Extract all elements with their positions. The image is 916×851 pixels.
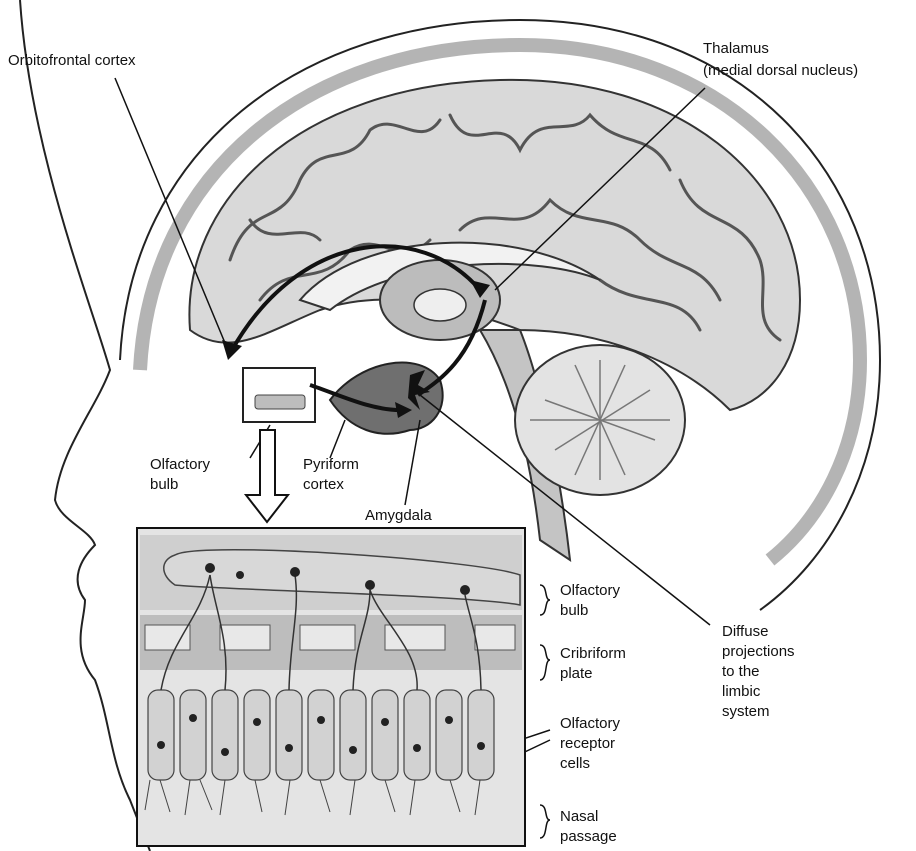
label-diffuse-3: to the	[722, 663, 760, 681]
label-pyriform-2: cortex	[303, 476, 344, 494]
label-cribriform-2: plate	[560, 665, 593, 683]
label-cribriform-1: Cribriform	[560, 645, 626, 663]
receptor-cells	[148, 690, 494, 780]
label-inset-bulb-2: bulb	[560, 602, 588, 620]
label-receptor-1: Olfactory	[560, 715, 620, 733]
olfactory-bulb	[255, 395, 305, 409]
label-thalamus: Thalamus	[703, 40, 769, 58]
label-receptor-3: cells	[560, 755, 590, 773]
label-amygdala: Amygdala	[365, 507, 432, 525]
label-inset-bulb-1: Olfactory	[560, 582, 620, 600]
label-orbitofrontal-cortex: Orbitofrontal cortex	[8, 52, 136, 70]
braces	[540, 585, 550, 838]
label-diffuse-5: system	[722, 703, 770, 721]
label-diffuse-1: Diffuse	[722, 623, 768, 641]
label-olfactory-bulb-1: Olfactory	[150, 456, 210, 474]
label-olfactory-bulb-2: bulb	[150, 476, 178, 494]
label-pyriform-1: Pyriform	[303, 456, 359, 474]
head-outline	[20, 0, 150, 851]
thalamus-nucleus	[414, 289, 466, 321]
label-nasal-2: passage	[560, 828, 617, 846]
label-nasal-1: Nasal	[560, 808, 598, 826]
label-diffuse-4: limbic	[722, 683, 760, 701]
label-receptor-2: receptor	[560, 735, 615, 753]
zoom-arrow	[246, 430, 288, 522]
label-diffuse-2: projections	[722, 643, 795, 661]
label-thalamus-nucleus: (medial dorsal nucleus)	[703, 62, 858, 80]
